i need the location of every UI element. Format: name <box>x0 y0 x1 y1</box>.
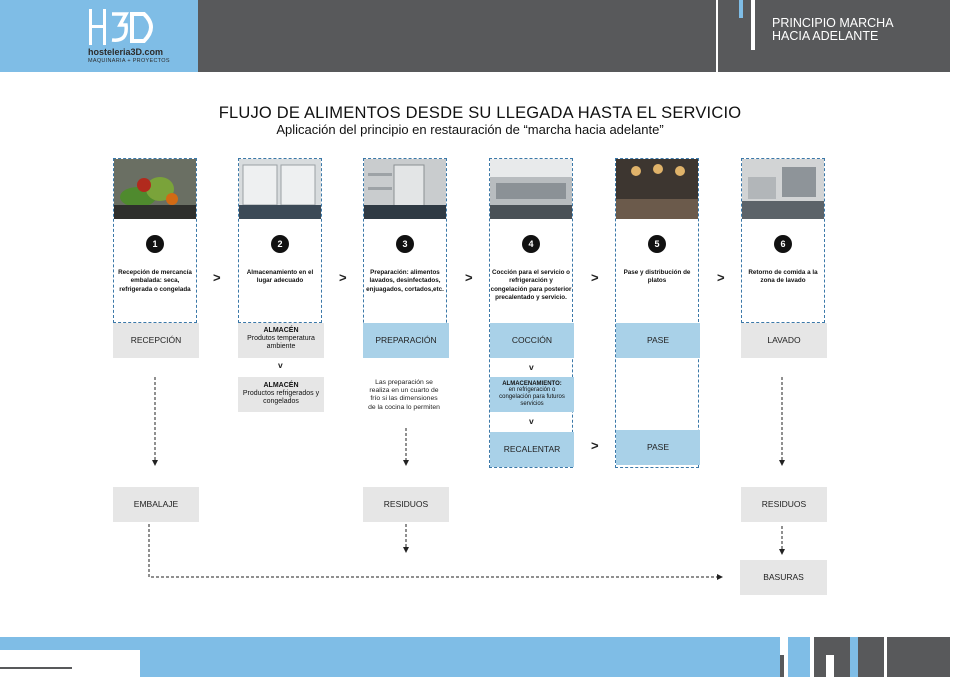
step-number: 2 <box>271 235 289 253</box>
logo-panel <box>0 0 198 72</box>
footer-band <box>140 637 780 677</box>
step-card: 5 Pase y distribución de platos <box>615 158 699 468</box>
step-card: 4 Cocción para el servicio o refrigeraci… <box>489 158 573 468</box>
footer-accent-bar <box>788 637 810 677</box>
storage-photo <box>239 159 321 219</box>
stage-residuos: RESIDUOS <box>741 487 827 522</box>
header-section-panel <box>718 0 950 72</box>
step-card: 2 Almacenamiento en el lugar adecuado <box>238 158 322 323</box>
step-card: 1 Recepción de mercancía embalada: seca,… <box>113 158 197 323</box>
stage-almacen-ambient: ALMACÉN Produtos temperatura ambiente <box>238 323 324 358</box>
header-accent-bar <box>751 0 755 50</box>
step-number: 1 <box>146 235 164 253</box>
cold-storage-image <box>239 159 321 219</box>
step-number: 4 <box>522 235 540 253</box>
stage-pase: PASE <box>616 323 700 358</box>
diagram-subtitle: Aplicación del principio en restauración… <box>276 122 664 137</box>
stage-lavado: LAVADO <box>741 323 827 358</box>
almacen-text: Produtos temperatura ambiente <box>247 335 315 350</box>
h3d-logo-icon <box>89 9 153 45</box>
step-description: Preparación: alimentos lavados, desinfec… <box>366 269 444 293</box>
step-description: Recepción de mercancía embalada: seca, r… <box>118 269 192 293</box>
preparation-note: Las preparación se realiza en un cuarto … <box>368 379 440 411</box>
almacenamiento-text: en refrigeración o congelación para futu… <box>499 387 565 407</box>
flow-arrow: > <box>213 270 221 285</box>
header-accent-bar <box>739 0 743 18</box>
footer-accent-bar <box>826 655 834 677</box>
almacenamiento-title: ALMACENAMIENTO: <box>502 381 562 387</box>
flow-arrow: > <box>591 270 599 285</box>
down-indicator: v <box>529 362 534 372</box>
footer-accent-bar <box>850 637 858 677</box>
kitchen-photo <box>490 159 572 219</box>
step-number: 5 <box>648 235 666 253</box>
stage-preparacion: PREPARACIÓN <box>363 323 449 358</box>
cold-room-image <box>364 159 446 219</box>
almacen-text: Productos refrigerados y congelados <box>242 390 320 405</box>
header-band <box>198 0 716 72</box>
almacen-title: ALMACÉN <box>263 327 299 334</box>
diagram-title: FLUJO DE ALIMENTOS DESDE SU LLEGADA HAST… <box>218 104 742 122</box>
pass-photo <box>616 159 698 219</box>
section-title-line: PRINCIPIO MARCHA <box>772 16 894 30</box>
logo-mark <box>88 8 160 51</box>
footer-accent-bar <box>884 637 887 677</box>
step-description: Almacenamiento en el lugar adecuado <box>246 269 314 285</box>
footer-accent-bar <box>780 655 784 677</box>
flow-arrow: > <box>717 270 725 285</box>
almacen-title: ALMACÉN <box>263 382 299 389</box>
stage-almacenamiento: ALMACENAMIENTO: en refrigeración o conge… <box>490 377 574 412</box>
logo-tagline: MAQUINARIA + PROYECTOS <box>88 58 170 64</box>
down-indicator: v <box>529 416 534 426</box>
down-indicator: v <box>278 360 283 370</box>
footer-notch <box>0 650 140 677</box>
logo-name: hosteleria3D.com <box>88 47 164 57</box>
washing-area-image <box>742 159 824 219</box>
step-description: Retorno de comida a la zona de lavado <box>748 269 818 285</box>
step-number: 6 <box>774 235 792 253</box>
stage-recalentar: RECALENTAR <box>490 432 574 467</box>
footer-line <box>0 667 72 669</box>
step-number: 3 <box>396 235 414 253</box>
kitchen-image <box>490 159 572 219</box>
section-title-line: HACIA ADELANTE <box>772 29 879 43</box>
flow-arrow: > <box>339 270 347 285</box>
stage-embalaje: EMBALAJE <box>113 487 199 522</box>
vegetables-photo <box>114 159 196 219</box>
stage-basuras: BASURAS <box>740 560 827 595</box>
section-title: PRINCIPIO MARCHA HACIA ADELANTE <box>772 17 922 43</box>
step-card: 6 Retorno de comida a la zona de lavado <box>741 158 825 323</box>
flow-arrow: > <box>465 270 473 285</box>
step-description: Cocción para el servicio o refrigeración… <box>490 269 572 302</box>
step-description: Pase y distribución de platos <box>623 269 691 285</box>
dining-pass-image <box>616 159 698 219</box>
cold-room-photo <box>364 159 446 219</box>
flow-arrow: > <box>591 438 599 453</box>
dashed-arrow <box>148 524 723 580</box>
vegetables-image <box>114 159 196 219</box>
stage-coccion: COCCIÓN <box>490 323 574 358</box>
footer-panel <box>814 637 950 677</box>
stage-pase-secondary: PASE <box>616 430 700 465</box>
washing-photo <box>742 159 824 219</box>
stage-recepcion: RECEPCIÓN <box>113 323 199 358</box>
stage-almacen-cold: ALMACÉN Productos refrigerados y congela… <box>238 377 324 412</box>
stage-residuos: RESIDUOS <box>363 487 449 522</box>
